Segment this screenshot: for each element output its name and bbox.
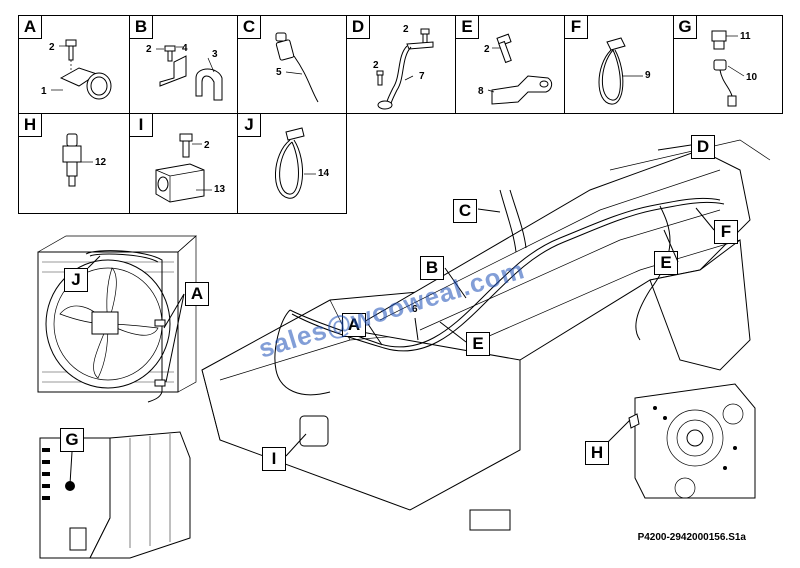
panel-c: C 5	[237, 15, 347, 114]
panel-g: G 11 10	[673, 15, 783, 114]
callout-j: J	[64, 268, 88, 292]
part-number: 4	[182, 43, 188, 54]
panel-i: I 2 13	[129, 113, 238, 214]
leader-line-h	[607, 419, 631, 443]
cable-tie-drawing	[598, 37, 643, 105]
part-number: 8	[478, 86, 484, 97]
rubber-mount-drawing	[155, 133, 212, 203]
panel-b-letter: B	[130, 16, 153, 39]
panel-g-letter: G	[674, 16, 697, 39]
part-number-6: 6	[412, 304, 418, 315]
part-number: 9	[645, 70, 651, 81]
transmission-view	[628, 383, 756, 499]
panel-j: J 14	[237, 113, 347, 214]
callout-g: G	[60, 428, 84, 452]
radiator-fan-view	[37, 235, 197, 403]
panel-e-letter: E	[456, 16, 479, 39]
sensor-drawing	[711, 30, 745, 107]
part-number: 11	[740, 31, 751, 42]
panel-h: H 12	[18, 113, 130, 214]
callout-d: D	[691, 135, 715, 159]
panel-j-letter: J	[238, 114, 261, 137]
callout-f: F	[714, 220, 738, 244]
temperature-sensor-drawing	[62, 133, 93, 187]
panel-a: A 2 1	[18, 15, 130, 114]
panel-b: B 2 4 3	[129, 15, 238, 114]
part-number: 10	[746, 72, 758, 83]
part-number: 2	[49, 42, 55, 53]
part-number: 1	[41, 86, 47, 97]
part-number: 3	[212, 49, 218, 60]
part-number: 14	[318, 168, 330, 179]
callout-a-main: A	[342, 313, 366, 337]
part-number: 2	[204, 140, 210, 151]
panel-d-letter: D	[347, 16, 370, 39]
connector-drawing	[275, 32, 319, 103]
drawing-code: P4200-2942000156.S1a	[637, 532, 746, 543]
engine-side-view	[39, 431, 191, 559]
panel-d: D 2 2 7	[346, 15, 456, 114]
callout-i: I	[262, 447, 286, 471]
part-number: 12	[95, 157, 107, 168]
panel-i-letter: I	[130, 114, 153, 137]
leader-lines-fan	[87, 255, 185, 383]
part-number: 7	[419, 71, 425, 82]
bracket-clamp-drawing	[156, 45, 223, 101]
panel-f: F 9	[564, 15, 674, 114]
ground-strap-drawing	[376, 28, 434, 110]
callout-e-right: E	[654, 251, 678, 275]
part-number: 2	[484, 44, 490, 55]
panel-a-letter: A	[19, 16, 42, 39]
bracket-clamp-drawing	[51, 39, 112, 100]
panel-c-letter: C	[238, 16, 261, 39]
part-number: 13	[214, 184, 226, 195]
callout-c: C	[453, 199, 477, 223]
part-number: 2	[146, 44, 152, 55]
panel-f-letter: F	[565, 16, 588, 39]
part-number: 2	[403, 24, 409, 35]
callout-a-fan: A	[185, 282, 209, 306]
bracket-plate-drawing	[487, 33, 553, 105]
callout-b: B	[420, 256, 444, 280]
leader-line-g	[69, 451, 73, 485]
part-number: 2	[373, 60, 379, 71]
part-number: 5	[276, 67, 282, 78]
callout-h: H	[585, 441, 609, 465]
callout-e-main: E	[466, 332, 490, 356]
panel-h-letter: H	[19, 114, 42, 137]
cable-tie-drawing	[275, 127, 316, 199]
